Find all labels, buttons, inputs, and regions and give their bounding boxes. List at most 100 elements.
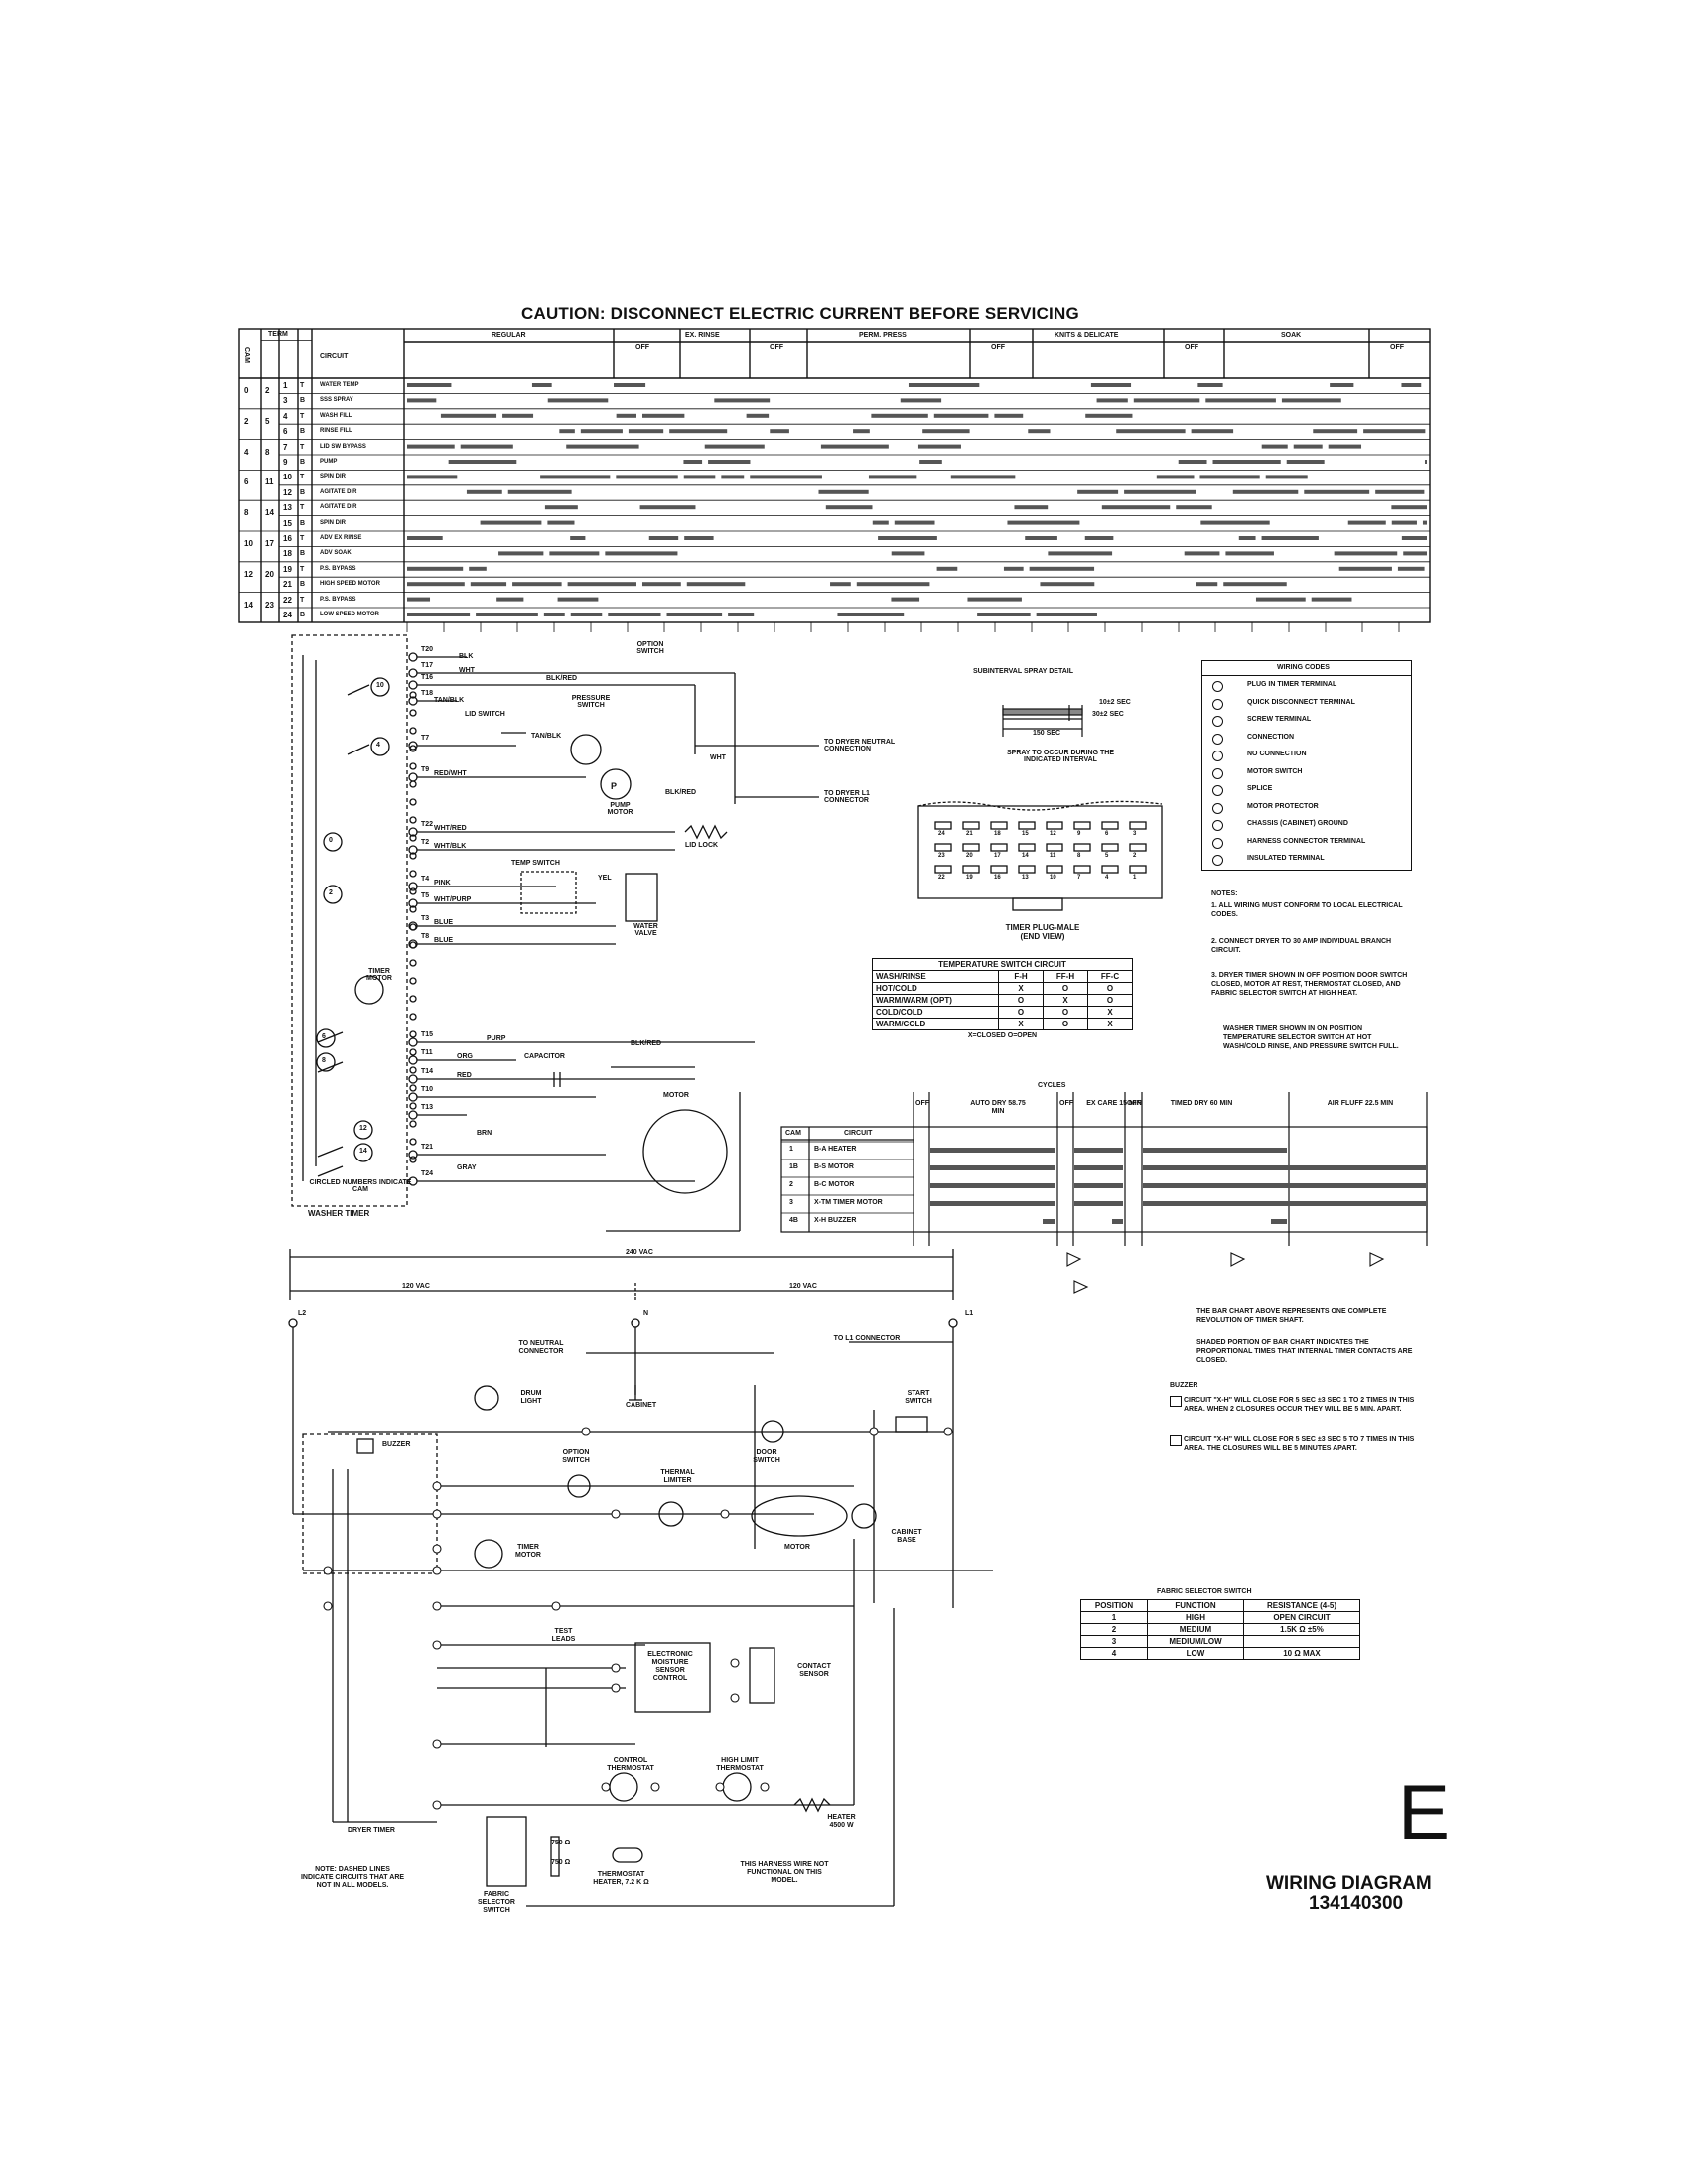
cam-circle xyxy=(323,832,343,852)
dryer-label-high-limit: HIGH LIMIT THERMOSTAT xyxy=(716,1757,764,1772)
dryer-label-control-thermostat: CONTROL THERMOSTAT xyxy=(607,1757,654,1772)
wire-terminal xyxy=(650,1782,660,1792)
terminal-label: T4 xyxy=(421,876,430,883)
cam-bar xyxy=(1197,383,1223,387)
wire-terminal xyxy=(432,1800,442,1810)
circled-note: CIRCLED NUMBERS INDICATE CAM xyxy=(309,1179,412,1193)
dryer-label-test-leads: TEST LEADS xyxy=(551,1628,576,1643)
timer-terminal xyxy=(409,959,417,967)
cam-bar xyxy=(977,613,1031,616)
cam-number: 6 xyxy=(244,478,249,487)
timer-terminal xyxy=(409,1084,417,1092)
cam-bar xyxy=(1014,505,1049,510)
dryer-cam-bar xyxy=(930,1148,1055,1153)
wire-terminal xyxy=(601,1782,611,1792)
cam-bar xyxy=(469,566,487,571)
term-side: T xyxy=(300,412,305,420)
wire-color-label: BLUE xyxy=(434,937,454,944)
cam-circle-label: 6 xyxy=(322,1033,326,1040)
dryer-label-note: NOTE: DASHED LINES INDICATE CIRCUITS THA… xyxy=(300,1866,405,1889)
dryer-circuit-name: B-A HEATER xyxy=(814,1146,857,1153)
wiring-code-symbol xyxy=(1212,855,1223,866)
cam-bar xyxy=(994,413,1024,418)
wire-color-label: WHT/BLK xyxy=(434,843,467,850)
dryer-label-r750a: 750 Ω xyxy=(551,1840,571,1846)
cam-number: 4 xyxy=(244,447,249,457)
buzzer-b-marker xyxy=(1170,1435,1182,1446)
wire-color-label: TAN/BLK xyxy=(434,697,465,704)
temp-table-cell: O xyxy=(1043,1018,1088,1030)
cam-bar xyxy=(891,597,920,602)
wire-terminal xyxy=(551,1601,561,1611)
cam-alt-number: 11 xyxy=(265,478,274,487)
cam-number: 2 xyxy=(244,416,249,426)
cam-bar xyxy=(407,444,455,449)
circuit-name: ADV EX RINSE xyxy=(320,535,362,541)
wire-color-label: RED/WHT xyxy=(434,770,467,777)
cycle-soak: SOAK xyxy=(1281,332,1302,339)
dryer-label-v120a: 120 VAC xyxy=(402,1283,430,1290)
cam-bar xyxy=(1334,551,1398,556)
cam-circle-label: 0 xyxy=(329,837,333,844)
wiring-code-item: SCREW TERMINAL xyxy=(1247,716,1312,723)
wiring-code-item: PLUG IN TIMER TERMINAL xyxy=(1247,681,1337,688)
to-dryer-l1: TO DRYER L1 CONNECTOR xyxy=(824,790,870,804)
cam-bar xyxy=(570,613,603,616)
cam-bar xyxy=(549,551,600,556)
wiring-code-item: HARNESS CONNECTOR TERMINAL xyxy=(1247,837,1366,845)
plug-pin-number: 10 xyxy=(1050,875,1056,881)
circuit-name: SSS SPRAY xyxy=(320,397,353,404)
caution-title: CAUTION: DISCONNECT ELECTRIC CURRENT BEF… xyxy=(521,304,1079,323)
wire-terminal xyxy=(432,1640,442,1650)
cam-bar xyxy=(531,383,552,387)
terminal-label: T18 xyxy=(421,690,434,697)
plug-pin xyxy=(1018,843,1036,852)
to-dryer-neutral: TO DRYER NEUTRAL CONNECTION xyxy=(824,739,896,752)
plug-pin xyxy=(1046,821,1063,830)
wire-color-label: GRAY xyxy=(457,1164,477,1171)
dryer-cam-bar xyxy=(1143,1165,1426,1170)
buzzer-note-a: CIRCUIT "X-H" WILL CLOSE FOR 5 SEC ±3 SE… xyxy=(1184,1397,1415,1413)
terminal-label: T10 xyxy=(421,1086,434,1093)
cam-bar xyxy=(559,429,575,434)
cam-bar xyxy=(1025,536,1057,540)
cam-bar xyxy=(922,429,970,434)
wire-terminal xyxy=(581,1427,591,1436)
cam-bar xyxy=(1028,429,1051,434)
cam-bar xyxy=(721,475,745,479)
cam-bar xyxy=(1328,444,1362,449)
cam-bar xyxy=(1375,489,1425,494)
circuit-name: WASH FILL xyxy=(320,412,352,419)
terminal-label: T9 xyxy=(421,766,430,773)
timer-terminal xyxy=(409,834,417,842)
wire-terminal xyxy=(432,1739,442,1749)
term-number: 21 xyxy=(283,580,292,590)
plug-pin xyxy=(1046,843,1063,852)
dryer-cam-bar xyxy=(1143,1148,1287,1153)
dryer-label-contact-sensor: CONTACT SENSOR xyxy=(797,1663,831,1678)
dryer-cam-bar xyxy=(1143,1183,1426,1188)
cam-number: 8 xyxy=(244,508,249,518)
timer-terminal xyxy=(409,1048,417,1056)
plug-pin xyxy=(990,843,1008,852)
term-side: T xyxy=(300,443,305,451)
timer-terminal xyxy=(409,691,417,699)
dryer-segment-label: OFF xyxy=(915,1100,929,1107)
terminal-label: T20 xyxy=(421,646,434,653)
cam-bar xyxy=(1196,582,1218,587)
cam-bar xyxy=(950,475,1016,479)
cam-bar xyxy=(407,582,465,587)
wire-color-label: BLK/RED xyxy=(631,1040,662,1047)
cycle-off-5: OFF xyxy=(1390,344,1404,351)
term-side: T xyxy=(300,535,305,542)
wire-color-label: BRN xyxy=(477,1130,492,1137)
plug-pin-number: 24 xyxy=(938,831,945,837)
wiring-code-symbol xyxy=(1212,698,1223,710)
plug-pin-number: 7 xyxy=(1077,875,1081,881)
spray-t1: 10±2 SEC xyxy=(1099,699,1131,706)
cam-bar xyxy=(614,383,646,387)
dryer-cam-header: CAM xyxy=(785,1130,801,1137)
pressure-switch-label: PRESSURE SWITCH xyxy=(571,695,611,709)
